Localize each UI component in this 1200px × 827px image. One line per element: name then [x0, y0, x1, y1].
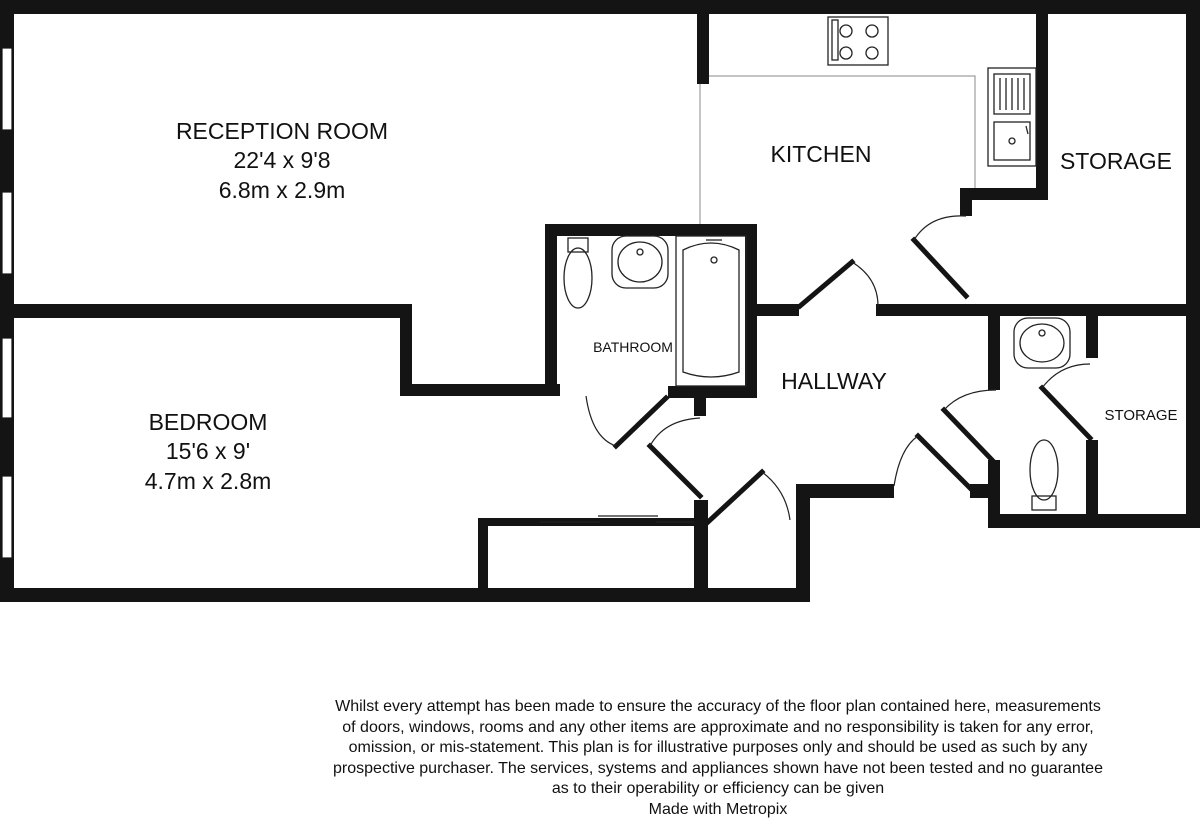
- wall-wc-storage: [1086, 304, 1098, 358]
- disclaimer-line: as to their operability or efficiency ca…: [551, 780, 885, 797]
- toilet-icon: [563, 237, 593, 309]
- wall-kitchen-storage: [1036, 0, 1048, 200]
- door-kitchen-storage: [910, 215, 970, 300]
- wardrobe-sliding-doors: [540, 515, 694, 523]
- reception-room-size-imperial: 22'4 x 9'8: [233, 147, 330, 173]
- kitchen-name: KITCHEN: [771, 141, 872, 167]
- bathroom-name: BATHROOM: [593, 339, 673, 355]
- storage-main-name: STORAGE: [1060, 148, 1172, 174]
- hob-icon: [827, 16, 889, 66]
- reception-room-name: RECEPTION ROOM: [176, 118, 388, 144]
- wc-basin-icon: [1013, 317, 1071, 369]
- disclaimer-line: prospective purchaser. The services, sys…: [333, 759, 1103, 777]
- wall-wardrobe-left: [478, 518, 488, 598]
- wall-reception-bedroom: [0, 304, 410, 318]
- wall-bathroom-top: [545, 224, 757, 236]
- window-reception-top: [1, 47, 13, 131]
- door-bedroom: [646, 417, 704, 500]
- wall-storage-small-left: [988, 460, 1000, 528]
- wall-kitchen-reception: [697, 0, 709, 84]
- window-bedroom-bottom: [1, 475, 13, 559]
- wall-wc-left: [988, 304, 1000, 390]
- bedroom-size-imperial: 15'6 x 9': [166, 438, 250, 464]
- wall-kitchen-hall-right: [876, 304, 1200, 316]
- wall-bathroom-right: [745, 224, 757, 396]
- wall-left: [0, 0, 14, 602]
- wall-bottom-left: [0, 588, 810, 602]
- wall-kitchen-storage-stub: [960, 188, 972, 216]
- door-entrance: [893, 432, 976, 494]
- wc-fittings: [1013, 317, 1071, 511]
- wall-storage-small-bottom: [988, 514, 1200, 528]
- door-storage-small: [1038, 363, 1094, 442]
- door-wc: [940, 389, 998, 466]
- wc-toilet-icon: [1029, 439, 1059, 511]
- disclaimer-line: omission, or mis-statement. This plan is…: [348, 739, 1088, 756]
- doors: [540, 215, 1094, 526]
- basin-icon: [611, 235, 669, 289]
- wall-top: [0, 0, 1200, 14]
- bathroom-fittings: [563, 235, 747, 387]
- wall-bathroom-bottom: [668, 386, 757, 398]
- wall-reception-bottom: [400, 384, 560, 396]
- disclaimer: Whilst every attempt has been made to en…: [250, 697, 1186, 820]
- bedroom-size-metric: 4.7m x 2.8m: [145, 468, 272, 494]
- kitchen-fittings: [699, 16, 1037, 224]
- room-labels: RECEPTION ROOM 22'4 x 9'8 6.8m x 2.9m KI…: [145, 118, 1178, 494]
- window-reception-bottom: [1, 191, 13, 275]
- disclaimer-line: Whilst every attempt has been made to en…: [335, 698, 1101, 715]
- storage-small-name: STORAGE: [1104, 407, 1177, 424]
- bedroom-name: BEDROOM: [149, 409, 268, 435]
- window-bedroom-top: [1, 337, 13, 419]
- sink-icon: [987, 67, 1037, 167]
- wall-wardrobe-right: [694, 500, 708, 600]
- door-bathroom: [585, 394, 670, 450]
- bath-icon: [675, 235, 747, 387]
- walls: [0, 0, 1200, 602]
- disclaimer-line: of doors, windows, rooms and any other i…: [342, 718, 1094, 736]
- wall-kitchen-storage-h: [960, 188, 1048, 200]
- wall-right: [1186, 0, 1200, 520]
- hallway-name: HALLWAY: [781, 368, 887, 394]
- wall-bathroom-left: [545, 224, 557, 396]
- wall-bottom-step: [796, 484, 810, 602]
- wall-wc-storage-lower: [1086, 440, 1098, 520]
- windows: [1, 47, 13, 559]
- kitchen-worktop: [709, 75, 976, 188]
- wall-reception-step: [400, 304, 412, 396]
- wall-hall-left: [694, 398, 706, 416]
- door-reception-hall: [796, 258, 879, 310]
- credit-text: Made with Metropix: [648, 800, 788, 818]
- reception-room-size-metric: 6.8m x 2.9m: [219, 177, 346, 203]
- wall-kitchen-hall-left: [757, 304, 799, 316]
- wall-hallway-bottom: [796, 484, 894, 498]
- door-hall-bottom: [704, 468, 791, 526]
